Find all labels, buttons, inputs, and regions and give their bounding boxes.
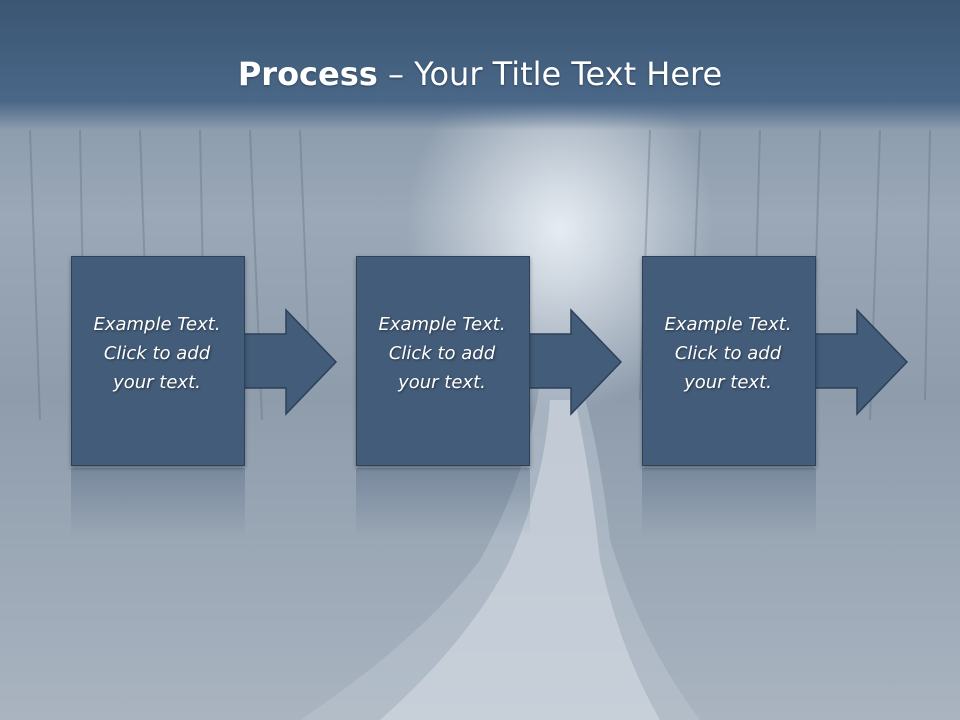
title-bold: Process: [237, 55, 378, 93]
step-2-reflection: [356, 468, 530, 538]
arrow-right-icon: [526, 308, 623, 416]
step-3-text[interactable]: Example Text. Click to add your text.: [664, 314, 792, 393]
step-1-text[interactable]: Example Text. Click to add your text.: [93, 314, 221, 393]
step-2-box: [356, 256, 530, 466]
slide-title[interactable]: Process – Your Title Text Here: [0, 54, 960, 94]
step-2-text[interactable]: Example Text. Click to add your text.: [378, 314, 506, 393]
step-1-reflection: [71, 468, 245, 538]
step-3-box: [642, 256, 816, 466]
arrow-right-icon: [812, 308, 909, 416]
title-bar: [0, 0, 960, 130]
process-step-3[interactable]: Example Text. Click to add your text.: [642, 256, 816, 466]
step-1-box: [71, 256, 245, 466]
step-3-reflection: [642, 468, 816, 538]
title-rest: – Your Title Text Here: [377, 55, 723, 93]
arrow-right-icon: [241, 308, 338, 416]
process-step-2[interactable]: Example Text. Click to add your text.: [356, 256, 530, 466]
process-step-1[interactable]: Example Text. Click to add your text.: [71, 256, 245, 466]
